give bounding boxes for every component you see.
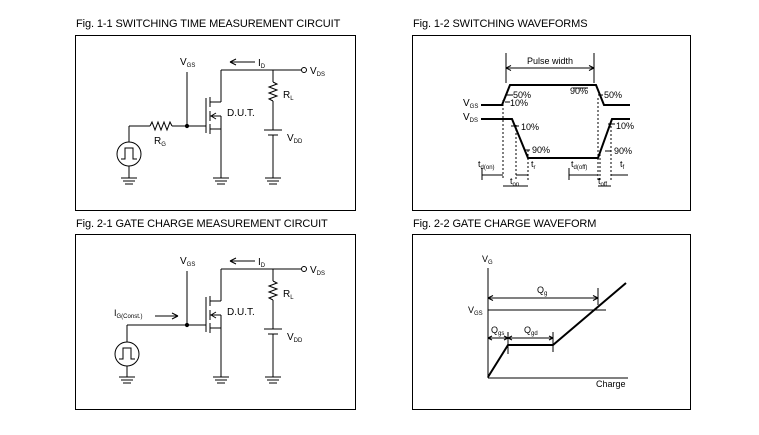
fig2-2-vgs-label: VGS xyxy=(468,305,483,317)
p90-top-label: 90% xyxy=(570,86,588,96)
td-on-label: td(on) xyxy=(478,159,495,171)
fig2-2-panel xyxy=(412,234,691,410)
fig2-1-panel xyxy=(75,234,356,410)
fig2-1-id-label: ID xyxy=(258,257,266,269)
qgd-label: Qgd xyxy=(524,325,538,337)
p10-vds-right-label: 10% xyxy=(616,121,634,131)
p10-left-label: 10% xyxy=(510,98,528,108)
vds-terminal xyxy=(301,67,307,73)
fig1-2-vds-label: VDS xyxy=(463,112,478,124)
fig1-1-vgs-label: VGS xyxy=(180,57,195,69)
vds-terminal xyxy=(301,266,307,272)
tr-label: tr xyxy=(531,159,536,171)
pulse-width-label: Pulse width xyxy=(527,56,573,66)
fig1-2-vgs-label: VGS xyxy=(463,98,478,110)
fig2-1-vdd-label: VDD xyxy=(287,332,303,344)
fig1-1-dut-label: D.U.T. xyxy=(227,108,255,119)
ton-label: ton xyxy=(510,176,519,188)
fig1-1-vdd-label: VDD xyxy=(287,133,303,145)
p90-vds-right-label: 90% xyxy=(614,146,632,156)
fig1-1-rg-label: RG xyxy=(154,136,166,148)
td-off-label: td(off) xyxy=(571,159,587,171)
fig2-2-vg-label: VG xyxy=(482,254,493,266)
fig1-1-panel xyxy=(75,35,356,211)
fig2-2-title: Fig. 2-2 GATE CHARGE WAVEFORM xyxy=(413,218,597,230)
toff-label: toff xyxy=(598,176,607,188)
fig2-1-rl-label: RL xyxy=(283,289,294,301)
fig1-2-panel xyxy=(412,35,691,211)
p50-left-label: 50% xyxy=(513,90,531,100)
p90-vds-left-label: 90% xyxy=(532,145,550,155)
p10-vds-left-label: 10% xyxy=(521,122,539,132)
fig2-1-vds-label: VDS xyxy=(310,265,325,277)
fig1-1-title: Fig. 1-1 SWITCHING TIME MEASUREMENT CIRC… xyxy=(76,18,341,30)
fig2-1-title: Fig. 2-1 GATE CHARGE MEASUREMENT CIRCUIT xyxy=(76,218,328,230)
p50-right-label: 50% xyxy=(604,90,622,100)
qgs-label: Qgs xyxy=(491,325,504,337)
fig2-1-dut-label: D.U.T. xyxy=(227,307,255,318)
fig1-1-rl-label: RL xyxy=(283,90,294,102)
fig2-1-ig-label: IG(Const.) xyxy=(114,308,143,320)
fig2-1-vgs-label: VGS xyxy=(180,256,195,268)
qg-label: Qg xyxy=(537,285,547,297)
tf-label: tf xyxy=(620,159,625,171)
fig1-1-vds-label: VDS xyxy=(310,66,325,78)
charge-axis-label: Charge xyxy=(596,379,626,389)
fig1-1-id-label: ID xyxy=(258,58,266,70)
fig1-2-title: Fig. 1-2 SWITCHING WAVEFORMS xyxy=(413,18,588,30)
